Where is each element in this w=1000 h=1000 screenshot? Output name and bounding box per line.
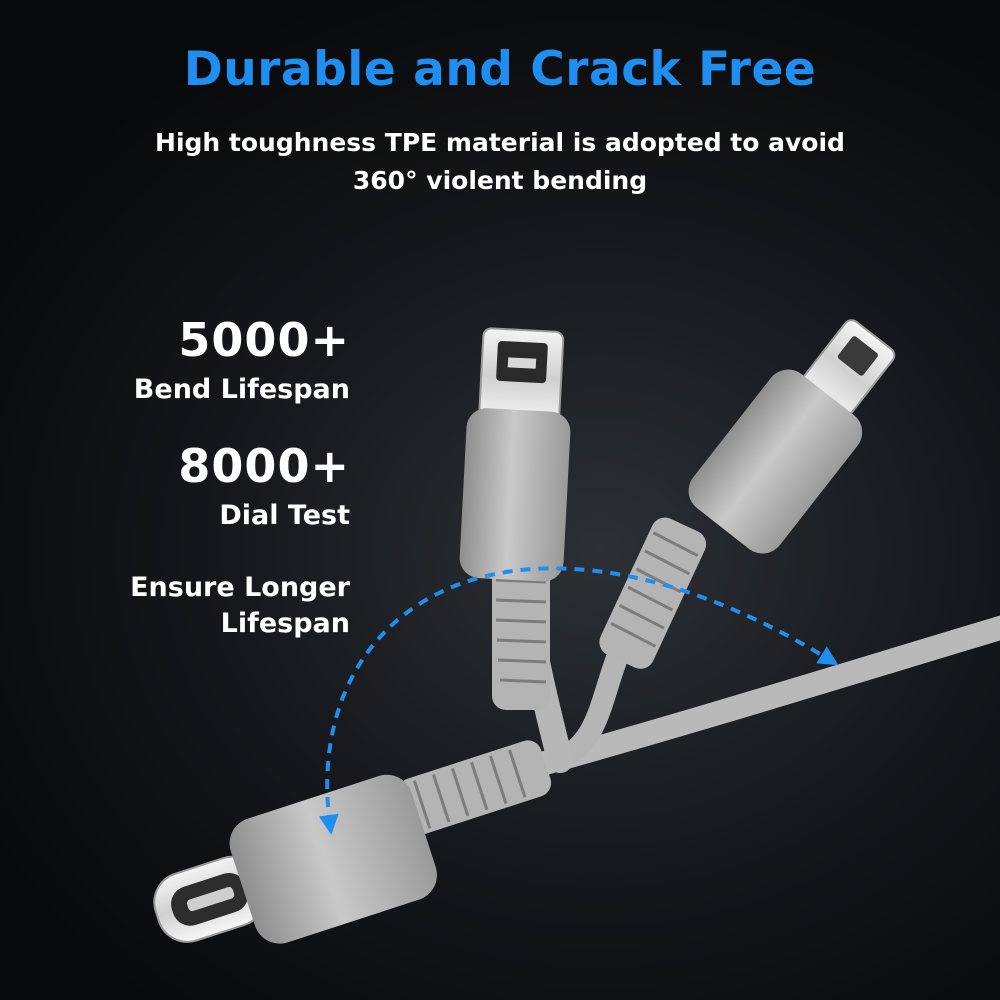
cable-long — [508, 615, 1000, 782]
stat-value-bend: 5000+ — [178, 313, 350, 367]
stat-label-bend: Bend Lifespan — [133, 374, 350, 405]
stats-list: 5000+ Bend Lifespan 8000+ Dial Test Ensu… — [60, 308, 350, 642]
mini-usb-connector-icon — [459, 327, 571, 582]
subheadline: High toughness TPE material is adopted t… — [100, 124, 900, 200]
strain-relief-center — [492, 560, 550, 710]
benefit-line-2: Lifespan — [220, 608, 350, 639]
curved-arrow-icon — [318, 566, 839, 835]
strain-relief-right — [599, 517, 707, 669]
stat-value-dial: 8000+ — [178, 439, 350, 493]
benefit-line-1: Ensure Longer — [130, 572, 350, 603]
subheadline-line-1: High toughness TPE material is adopted t… — [155, 128, 845, 157]
micro-usb-connector-icon — [688, 319, 896, 554]
usb-c-connector-icon — [153, 774, 437, 944]
stat-label-dial: Dial Test — [219, 500, 350, 531]
page-title: Durable and Crack Free — [183, 42, 817, 97]
subheadline-line-2: 360° violent bending — [352, 166, 648, 195]
